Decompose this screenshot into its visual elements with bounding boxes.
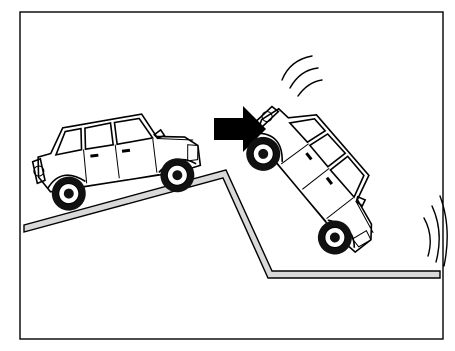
motion-lines-bottom [424,196,447,266]
motion-lines-top [282,56,322,96]
front-wheel [311,214,359,262]
figure-frame [20,12,443,339]
suv-icon [28,108,203,215]
